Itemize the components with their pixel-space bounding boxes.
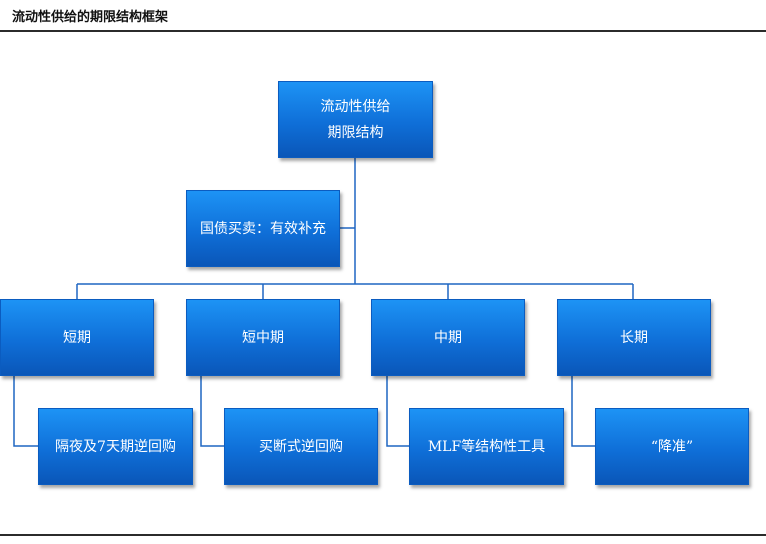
term-node-short: 短期 <box>0 299 154 376</box>
side-node-treasury: 国债买卖：有效补充 <box>186 190 340 267</box>
elbow-short <box>13 376 38 447</box>
root-node-line1: 流动性供给 <box>320 98 391 115</box>
term-node-long: 长期 <box>557 299 711 376</box>
term-node-label: 中期 <box>434 329 462 346</box>
tool-node-label: 买断式逆回购 <box>259 438 343 455</box>
elbow-mid <box>386 376 409 447</box>
term-node-short-mid: 短中期 <box>186 299 340 376</box>
elbow-long <box>571 376 595 447</box>
tool-node-long: “降准” <box>595 408 749 485</box>
tool-node-short-mid: 买断式逆回购 <box>224 408 378 485</box>
root-node-line2: 期限结构 <box>327 124 384 141</box>
elbow-short-mid <box>200 376 224 447</box>
tool-node-mid: MLF等结构性工具 <box>409 408 564 485</box>
term-node-label: 长期 <box>620 329 648 346</box>
figure-title: 流动性供给的期限结构框架 <box>0 6 766 26</box>
top-rule <box>0 30 766 32</box>
tool-node-label: 隔夜及7天期逆回购 <box>55 438 176 455</box>
figure-title-text: 流动性供给的期限结构框架 <box>12 10 169 25</box>
term-node-mid: 中期 <box>371 299 525 376</box>
tool-node-label: “降准” <box>650 438 694 455</box>
term-node-label: 短中期 <box>242 329 284 346</box>
source-note <box>0 537 766 544</box>
tool-node-label: MLF等结构性工具 <box>427 438 546 455</box>
term-node-label: 短期 <box>63 329 91 346</box>
tool-node-short: 隔夜及7天期逆回购 <box>38 408 193 485</box>
bottom-rule <box>0 534 766 536</box>
root-node: 流动性供给 期限结构 <box>278 81 433 158</box>
side-node-label: 国债买卖：有效补充 <box>200 220 326 237</box>
